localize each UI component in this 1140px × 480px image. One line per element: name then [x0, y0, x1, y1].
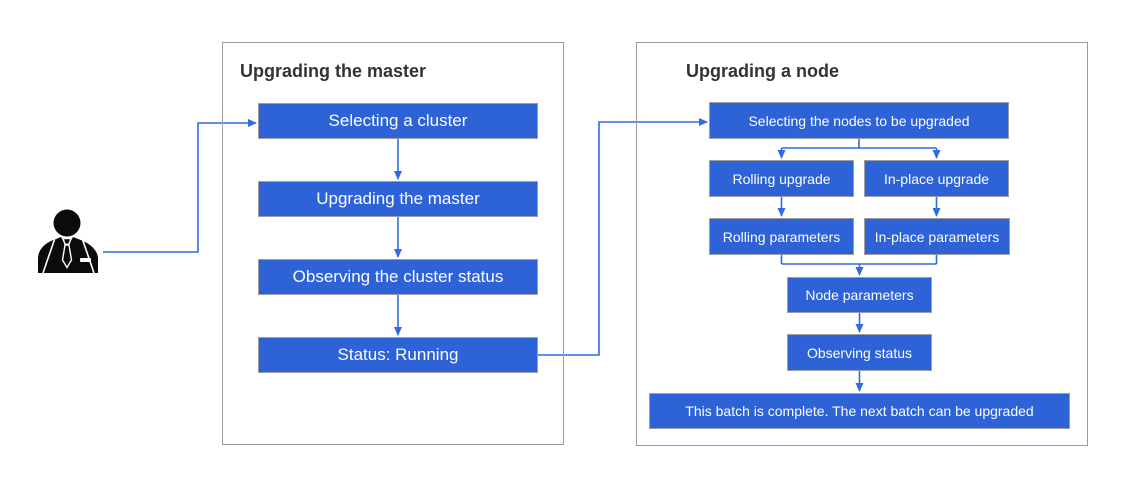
- step-selecting-nodes-to-upgrade: Selecting the nodes to be upgraded: [709, 102, 1009, 139]
- step-observing-cluster-status: Observing the cluster status: [258, 259, 538, 295]
- step-node-parameters: Node parameters: [787, 277, 932, 313]
- panel-title-node: Upgrading a node: [686, 61, 839, 81]
- business-user-icon: [38, 209, 98, 274]
- step-batch-complete: This batch is complete. The next batch c…: [649, 393, 1070, 429]
- step-observing-status: Observing status: [787, 334, 932, 371]
- step-status-running: Status: Running: [258, 337, 538, 373]
- step-rolling-parameters: Rolling parameters: [709, 218, 854, 255]
- step-rolling-upgrade: Rolling upgrade: [709, 160, 854, 197]
- step-upgrading-the-master: Upgrading the master: [258, 181, 538, 217]
- panel-title-master: Upgrading the master: [240, 61, 427, 81]
- step-selecting-a-cluster: Selecting a cluster: [258, 103, 538, 139]
- step-inplace-upgrade: In-place upgrade: [864, 160, 1009, 197]
- panel-upgrading-the-master: [222, 42, 564, 445]
- step-inplace-parameters: In-place parameters: [864, 218, 1010, 255]
- panel-upgrading-a-node: [636, 42, 1088, 446]
